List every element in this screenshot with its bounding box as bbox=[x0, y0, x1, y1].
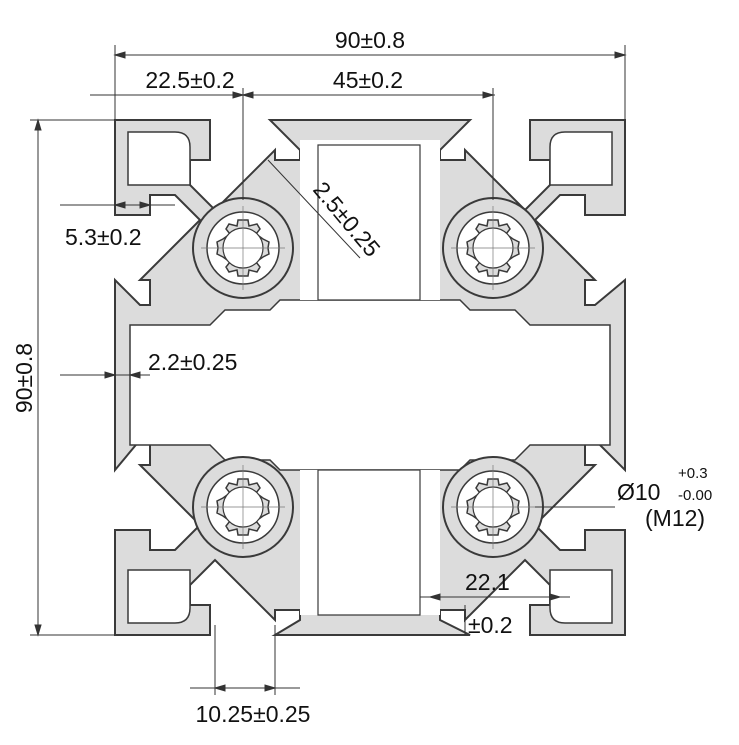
dim-left-offset: 22.5±0.2 bbox=[145, 67, 234, 93]
dim-slot-opening: 10.25±0.25 bbox=[196, 701, 311, 727]
core-top-left bbox=[192, 197, 294, 299]
dim-slot-depth: 5.3±0.2 bbox=[65, 224, 142, 250]
dim-core-diameter: Ø10 bbox=[617, 479, 660, 505]
dimension-lines bbox=[30, 45, 627, 695]
profile-body bbox=[114, 119, 626, 636]
core-bottom-left bbox=[192, 456, 294, 558]
dim-overall-height: 90±0.8 bbox=[11, 343, 37, 413]
core-bottom-right bbox=[442, 456, 544, 558]
dim-center-pitch: 45±0.2 bbox=[333, 67, 403, 93]
dim-thread: (M12) bbox=[645, 505, 705, 531]
core-top-right bbox=[442, 197, 544, 299]
dim-core-tol-minus: -0.00 bbox=[678, 487, 712, 504]
dim-wall-thickness: 2.2±0.25 bbox=[148, 349, 237, 375]
dim-overall-width: 90±0.8 bbox=[335, 27, 405, 53]
dim-core-tol-plus: +0.3 bbox=[678, 465, 708, 482]
dim-slot-inner-tol: ±0.2 bbox=[468, 612, 513, 638]
dim-slot-inner: 22.1 bbox=[465, 569, 510, 595]
